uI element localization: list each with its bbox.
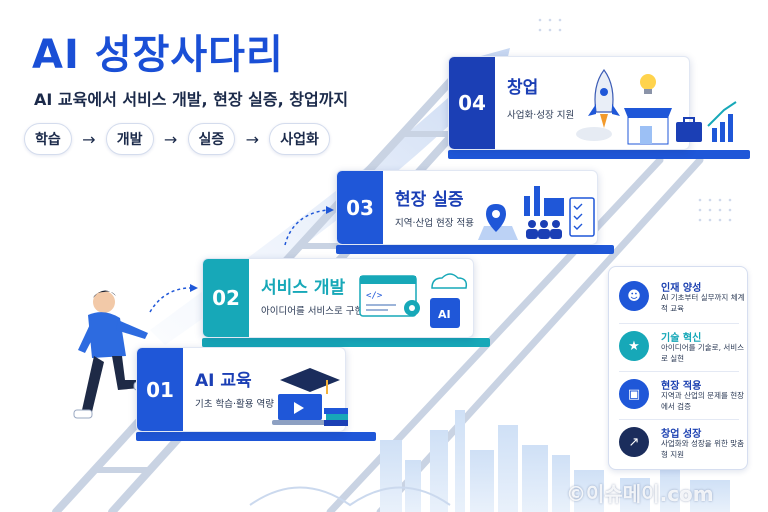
map-pin-icon (478, 204, 518, 240)
benefit-item: ▣ 현장 적용 지역과 산업의 문제를 현장에서 검증 (619, 375, 745, 419)
step-04-description: 사업화·성장 지원 (507, 110, 575, 121)
svg-text:</>: </> (366, 291, 383, 301)
ai-chip-label: AI (438, 308, 451, 321)
dashed-arrow-1 (149, 287, 191, 313)
arrow-right-icon: → (82, 129, 96, 149)
people-icon (526, 220, 562, 239)
books-icon (324, 408, 348, 426)
lightbulb-icon (640, 74, 656, 94)
step-03-description: 지역·산업 현장 적용 (395, 218, 474, 229)
divider (619, 323, 739, 324)
benefit-description: AI 기초부터 실무까지 체계적 교육 (661, 293, 745, 313)
graduation-cap-icon (280, 368, 340, 394)
step-02-description: 아이디어를 서비스로 구현 (261, 306, 364, 317)
step-03-shelf (336, 245, 614, 254)
rocket-icon (576, 68, 620, 141)
flow-step-learning: 학습 (24, 123, 72, 155)
divider (619, 419, 739, 420)
building-icon: ▣ (619, 379, 649, 409)
flow-step-commercialization: 사업화 (269, 123, 330, 155)
flow-step-demonstration: 실증 (187, 123, 236, 155)
person-icon: ☻ (619, 281, 649, 311)
benefits-panel: ☻ 인재 양성 AI 기초부터 실무까지 체계적 교육 ★ 기술 혁신 아이디어… (608, 266, 748, 470)
step-01-illustrations (272, 368, 348, 426)
city-skyline (380, 410, 730, 512)
page-title: AI 성장사다리 (32, 32, 284, 78)
bridge (249, 486, 451, 507)
briefcase-icon (676, 117, 702, 142)
benefit-title: 현장 적용 (661, 381, 702, 392)
step-01-shelf (136, 432, 376, 441)
step-01-card: 01 AI 교육 기초 학습·활용 역량 (136, 347, 346, 432)
cloud-icon (431, 273, 468, 289)
benefit-title: 창업 성장 (661, 429, 702, 440)
benefit-item: ☻ 인재 양성 AI 기초부터 실무까지 체계적 교육 (619, 277, 745, 321)
dot-grid (538, 18, 732, 222)
lightbulb-icon: ★ (619, 331, 649, 361)
step-03-title: 현장 실증 (395, 190, 464, 210)
step-02-number: 02 (203, 259, 249, 337)
benefit-item: ★ 기술 혁신 아이디어를 기술로, 서비스로 실현 (619, 327, 745, 371)
benefit-description: 지역과 산업의 문제를 현장에서 검증 (661, 391, 745, 411)
step-04-number: 04 (449, 57, 495, 149)
step-02-illustrations: </> AI (359, 273, 468, 328)
laptop-icon (272, 394, 328, 425)
step-02-card: 02 서비스 개발 아이디어를 서비스로 구현 (202, 258, 474, 338)
ai-chip-icon: AI (430, 298, 460, 328)
step-01-description: 기초 학습·활용 역량 (195, 399, 274, 410)
growth-chart-icon: ↗ (619, 427, 649, 457)
step-02-shelf (202, 338, 490, 347)
benefit-title: 기술 혁신 (661, 333, 702, 344)
watermark: ©이슈메이.com (566, 482, 714, 506)
step-02-title: 서비스 개발 (261, 278, 346, 298)
step-03-illustrations (478, 186, 595, 240)
arrow-right-icon: → (245, 129, 259, 149)
benefit-description: 아이디어를 기술로, 서비스로 실현 (661, 343, 745, 363)
arrow-right-icon: → (163, 129, 178, 149)
benefit-item: ↗ 창업 성장 사업화와 성장을 위한 맞춤형 지원 (619, 423, 745, 467)
benefit-title: 인재 양성 (661, 283, 702, 294)
gear-icon (404, 300, 420, 316)
factory-icon (524, 186, 564, 216)
step-04-shelf (448, 150, 750, 159)
step-01-title: AI 교육 (195, 371, 252, 391)
step-04-illustrations (576, 68, 737, 145)
checklist-icon (569, 197, 595, 237)
page-subtitle: AI 교육에서 서비스 개발, 현장 실증, 창업까지 (34, 90, 349, 109)
code-window-icon: </> (359, 275, 417, 317)
benefit-description: 사업화와 성장을 위한 맞춤형 지원 (661, 439, 745, 459)
divider (619, 371, 739, 372)
step-04-title: 창업 (507, 78, 539, 98)
step-03-number: 03 (337, 171, 383, 244)
growth-chart-icon (707, 101, 737, 142)
step-01-number: 01 (137, 348, 183, 431)
flow-step-development: 개발 (105, 123, 154, 155)
process-flow: 학습 → 개발 → 실증 → 사업화 (24, 122, 330, 156)
storefront-icon (624, 108, 672, 145)
